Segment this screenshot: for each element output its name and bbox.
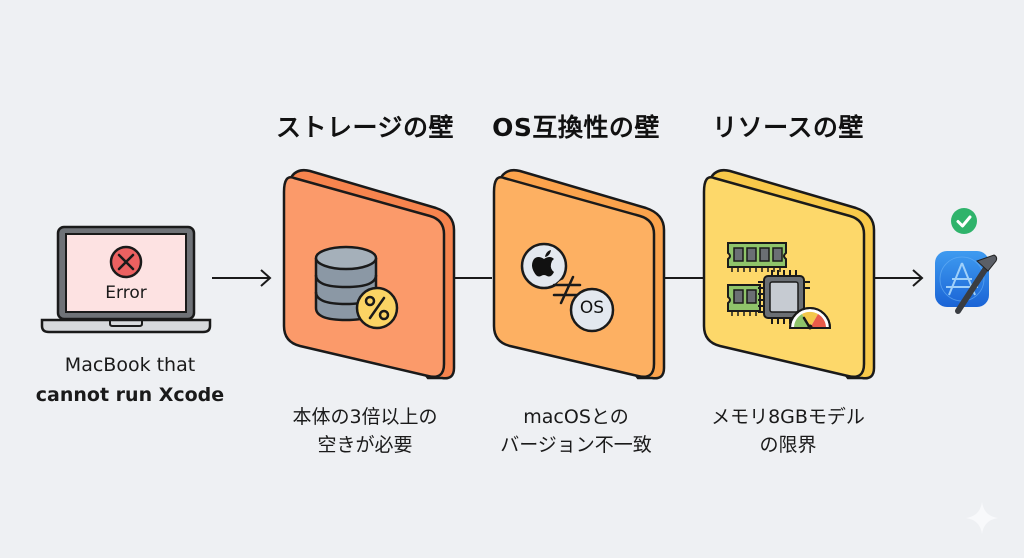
apple-logo-icon — [520, 242, 568, 290]
wall-title-os: OS互換性の壁 — [492, 113, 660, 142]
xcode-icon — [935, 251, 998, 314]
cpu-chip-icon — [758, 270, 810, 324]
caption-line: 本体の3倍以上の — [292, 406, 438, 428]
caption-line: の限界 — [759, 434, 817, 456]
connector-line — [661, 277, 703, 279]
wall-storage — [282, 168, 456, 380]
wall-title-storage: ストレージの壁 — [275, 113, 454, 142]
laptop-caption-line1: MacBook that — [64, 354, 196, 376]
sparkle-icon — [966, 502, 998, 534]
os-label: OS — [579, 298, 605, 318]
caption-line: バージョン不一致 — [500, 434, 652, 456]
gauge-icon — [788, 307, 832, 330]
os-badge-icon — [569, 287, 615, 333]
check-circle-icon — [951, 208, 977, 234]
arrow-right-icon — [212, 269, 272, 287]
wall-os-compat — [492, 168, 666, 380]
laptop-caption-line2: cannot run Xcode — [35, 384, 225, 406]
connector-line — [450, 277, 492, 279]
wall-resource — [702, 168, 876, 380]
caption-line: macOSとの — [523, 406, 629, 428]
memory-module-icon — [727, 242, 787, 316]
arrow-right-icon — [870, 269, 924, 287]
wall-caption-storage: 本体の3倍以上の 空きが必要 — [265, 403, 465, 459]
laptop-error-icon — [40, 225, 212, 334]
percent-icon — [355, 286, 399, 330]
laptop-caption: MacBook that cannot run Xcode — [20, 350, 240, 410]
caption-line: メモリ8GBモデル — [711, 406, 865, 428]
wall-caption-resource: メモリ8GBモデル の限界 — [688, 403, 888, 459]
wall-caption-os: macOSとの バージョン不一致 — [476, 403, 676, 459]
error-label: Error — [105, 283, 147, 303]
wall-title-resource: リソースの壁 — [712, 113, 864, 142]
caption-line: 空きが必要 — [317, 434, 413, 456]
